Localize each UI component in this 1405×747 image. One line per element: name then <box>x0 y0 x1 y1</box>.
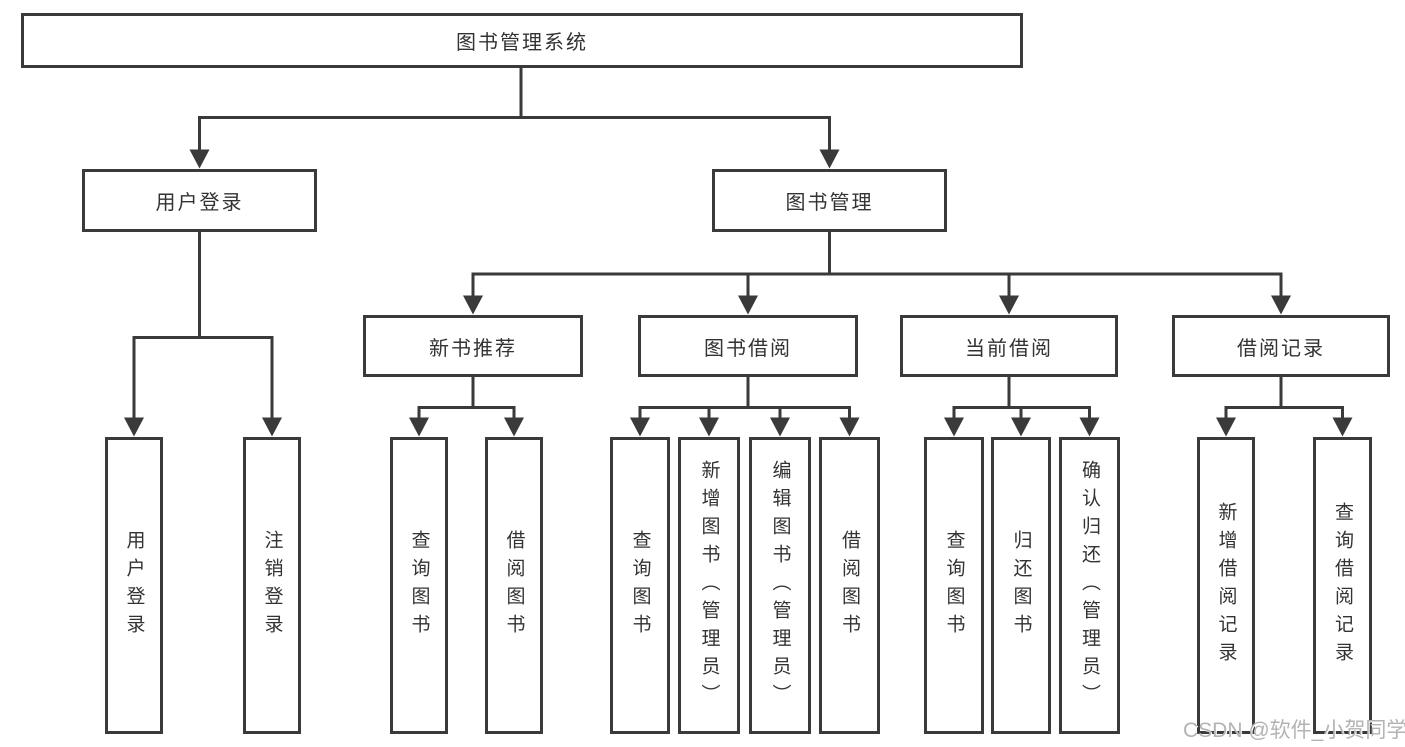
leaf-cur-query-book: 查询图书 <box>924 437 984 734</box>
edges-book-mgmt <box>463 232 1291 315</box>
leaf-cur-confirm-return: 确认归还（管理员） <box>1059 437 1120 734</box>
node-root: 图书管理系统 <box>21 13 1023 68</box>
node-borrow-record: 借阅记录 <box>1172 315 1390 377</box>
node-book-borrow: 图书借阅 <box>638 315 858 377</box>
edges-current-borrow <box>944 377 1100 437</box>
leaf-bor-query-book: 查询图书 <box>610 437 670 734</box>
leaf-rec-query-book: 查询图书 <box>390 437 448 734</box>
edges-user-login <box>124 232 282 437</box>
edges-root <box>189 67 840 169</box>
edges-book-borrow <box>630 377 860 437</box>
edges-new-book-rec <box>409 377 524 437</box>
node-current-borrow: 当前借阅 <box>900 315 1118 377</box>
node-book-mgmt: 图书管理 <box>712 169 947 232</box>
leaf-cur-return-book: 归还图书 <box>991 437 1051 734</box>
leaf-his-query-record: 查询借阅记录 <box>1313 437 1372 734</box>
node-new-book-rec: 新书推荐 <box>363 315 583 377</box>
leaf-bor-edit-book: 编辑图书（管理员） <box>749 437 811 734</box>
leaf-bor-borrow-book: 借阅图书 <box>819 437 880 734</box>
leaf-logout: 注销登录 <box>243 437 301 734</box>
node-user-login: 用户登录 <box>82 169 317 232</box>
leaf-bor-add-book: 新增图书（管理员） <box>678 437 740 734</box>
leaf-rec-borrow-book: 借阅图书 <box>485 437 543 734</box>
edges-borrow-record <box>1216 377 1353 437</box>
leaf-user-login: 用户登录 <box>105 437 163 734</box>
leaf-his-add-record: 新增借阅记录 <box>1197 437 1255 734</box>
csdn-watermark: CSDN @软件_小贺同学 <box>1183 719 1405 742</box>
